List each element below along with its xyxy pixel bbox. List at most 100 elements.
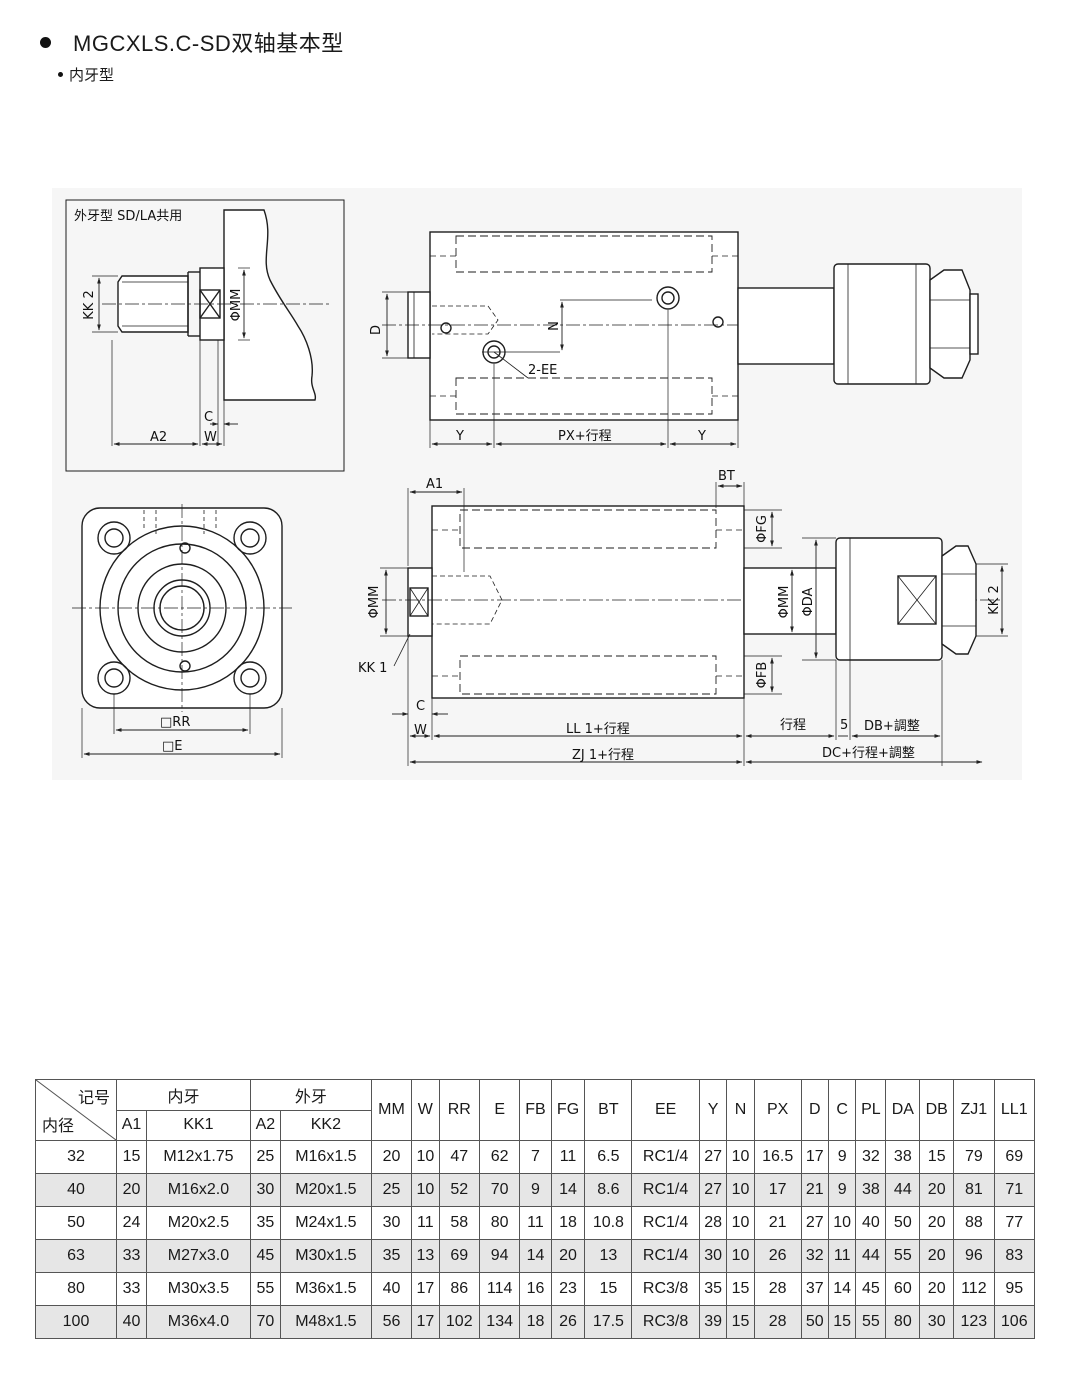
table-cell: M30x1.5 (279, 1239, 372, 1273)
column-header-fb: FB (519, 1079, 552, 1141)
column-header-n: N (726, 1079, 755, 1141)
table-cell: RC3/8 (631, 1305, 700, 1339)
table-cell: 10 (726, 1173, 755, 1207)
subheader-a2: A2 (249, 1109, 281, 1141)
table-cell: 17.5 (584, 1305, 633, 1339)
table-cell: 20 (550, 1239, 586, 1273)
table-cell: 33 (116, 1272, 147, 1306)
table-cell: 10 (726, 1239, 755, 1273)
table-cell: 7 (519, 1140, 552, 1174)
table-cell: 55 (249, 1272, 281, 1306)
table-cell: 94 (478, 1239, 521, 1273)
column-header-ll1: LL1 (993, 1079, 1036, 1141)
corner-top-label: 记号 (77, 1090, 110, 1107)
table-cell: 10 (411, 1173, 440, 1207)
table-cell: 30 (698, 1239, 728, 1273)
label-five: 5 (840, 718, 848, 733)
subheader-kk2: KK2 (279, 1109, 372, 1141)
table-cell: M16x2.0 (146, 1173, 251, 1207)
label-px-stroke: PX+行程 (558, 429, 612, 444)
column-header-fg: FG (550, 1079, 586, 1141)
table-cell: 15 (116, 1140, 147, 1174)
table-cell: 20 (919, 1173, 955, 1207)
column-header-db: DB (919, 1079, 955, 1141)
label-d: D (369, 325, 384, 335)
table-cell: 16.5 (753, 1140, 802, 1174)
label-c-side: C (416, 699, 425, 714)
label-e: □E (162, 739, 183, 754)
table-cell: 15 (584, 1272, 633, 1306)
table-cell: 32 (855, 1140, 887, 1174)
label-rr: □RR (160, 715, 190, 730)
table-cell: 77 (993, 1206, 1036, 1240)
table-cell: 70 (478, 1173, 521, 1207)
table-cell: 81 (953, 1173, 995, 1207)
table-cell: 10 (726, 1140, 755, 1174)
label-bt: BT (718, 469, 735, 484)
table-cell: 17 (411, 1272, 440, 1306)
table-cell: 10 (827, 1206, 857, 1240)
label-phida: ΦDA (801, 587, 816, 616)
table-cell: 80 (478, 1206, 521, 1240)
table-cell: 102 (438, 1305, 480, 1339)
table-cell: 40 (370, 1272, 413, 1306)
table-cell: 13 (584, 1239, 633, 1273)
table-cell: 35 (370, 1239, 413, 1273)
table-cell: M20x1.5 (279, 1173, 372, 1207)
table-cell: 50 (800, 1305, 829, 1339)
table-cell: 24 (116, 1206, 147, 1240)
table-cell: 35 (249, 1206, 281, 1240)
column-header-y: Y (698, 1079, 728, 1141)
table-cell: 69 (993, 1140, 1036, 1174)
table-cell: 56 (370, 1305, 413, 1339)
table-cell: 134 (478, 1305, 521, 1339)
page-title: MGCXLS.C-SD双轴基本型 (40, 26, 344, 58)
table-cell: M36x1.5 (279, 1272, 372, 1306)
table-cell: RC1/4 (631, 1239, 700, 1273)
table-cell: 13 (411, 1239, 440, 1273)
table-cell: 26 (753, 1239, 802, 1273)
table-cell: 114 (478, 1272, 521, 1306)
label-phimm-rod: ΦMM (777, 586, 792, 619)
table-cell: 44 (885, 1173, 921, 1207)
column-header-e: E (478, 1079, 521, 1141)
table-cell: 10.8 (584, 1206, 633, 1240)
label-phimm-ext: ΦMM (229, 289, 244, 322)
column-header-da: DA (885, 1079, 921, 1141)
table-cell: M48x1.5 (279, 1305, 372, 1339)
table-cell: 11 (550, 1140, 586, 1174)
table-cell: 25 (370, 1173, 413, 1207)
label-db-adjust: DB+調整 (864, 719, 920, 734)
label-ll1-stroke: LL 1+行程 (566, 722, 630, 737)
table-cell: M30x3.5 (146, 1272, 251, 1306)
table-cell: 14 (550, 1173, 586, 1207)
table-cell: 38 (885, 1140, 921, 1174)
table-cell: 35 (698, 1272, 728, 1306)
table-cell: 58 (438, 1206, 480, 1240)
bore-cell: 100 (35, 1305, 117, 1339)
external-box-title: 外牙型 SD/LA共用 (74, 209, 182, 224)
table-cell: M36x4.0 (146, 1305, 251, 1339)
table-cell: 44 (855, 1239, 887, 1273)
column-header-px: PX (753, 1079, 802, 1141)
table-cell: 11 (827, 1239, 857, 1273)
table-cell: 25 (249, 1140, 281, 1174)
cylinder-top-view (429, 231, 739, 421)
table-cell: 32 (800, 1239, 829, 1273)
table-cell: 40 (116, 1305, 147, 1339)
bullet-icon (58, 72, 63, 77)
table-cell: 79 (953, 1140, 995, 1174)
bore-cell: 63 (35, 1239, 117, 1273)
table-cell: 9 (827, 1140, 857, 1174)
column-header-d: D (800, 1079, 829, 1141)
label-w-ext: W (204, 430, 217, 445)
label-phifg: ΦFG (755, 515, 770, 543)
group-external: 外牙 (249, 1079, 372, 1111)
page-title-text: MGCXLS.C-SD双轴基本型 (73, 31, 344, 56)
table-cell: 28 (698, 1206, 728, 1240)
table-cell: 96 (953, 1239, 995, 1273)
